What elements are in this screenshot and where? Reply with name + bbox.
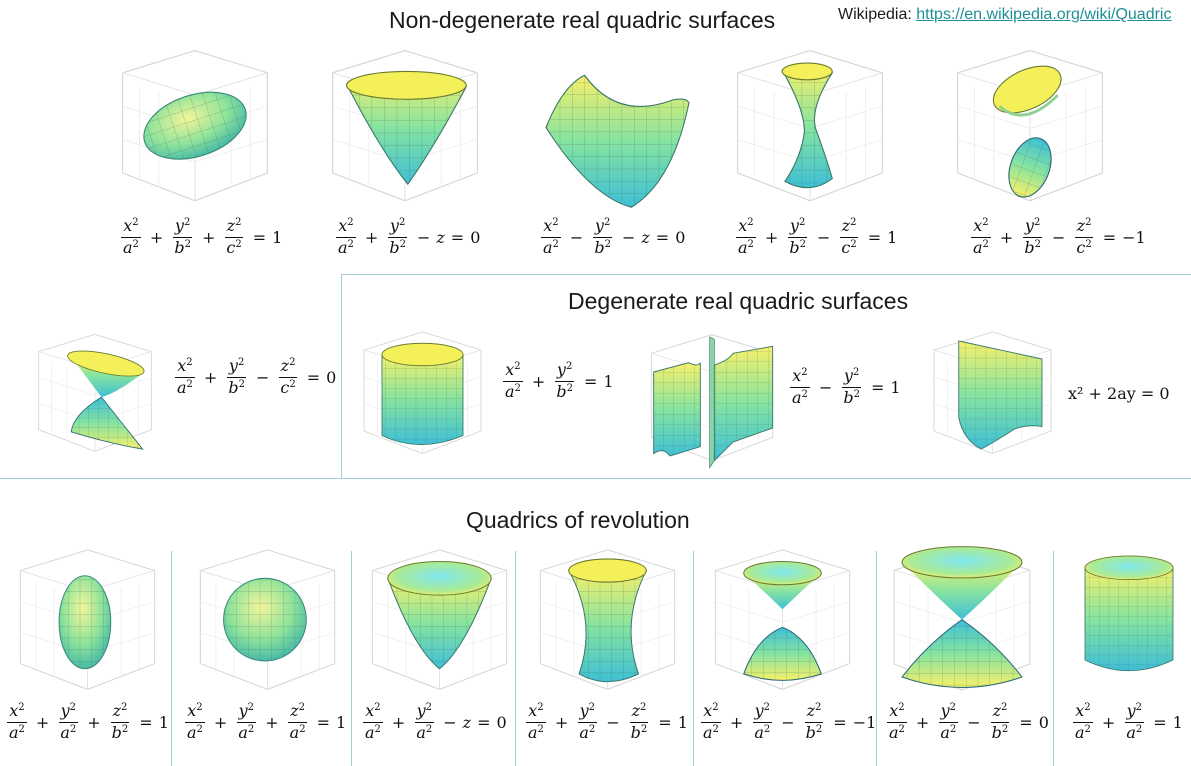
hyperboloid-one-sheet-icon [725,45,895,205]
divider-top [341,274,1191,275]
wikipedia-credit: Wikipedia: https://en.wikipedia.org/wiki… [838,6,1171,24]
parabolic-cylinder-icon [925,325,1060,465]
section-title-revolution: Quadrics of revolution [466,507,690,533]
hyperboloid-revolution-two-sheets-icon [705,544,860,694]
divider-middle [0,478,1191,479]
sphere-icon [190,544,345,694]
hyperboloid-revolution-one-sheet-icon [530,544,685,694]
cylinder-revolution-icon [1070,548,1188,683]
cone-icon [30,330,160,460]
saddle-icon [535,45,700,210]
divider-rev-3 [515,551,516,766]
paraboloid-icon [320,45,490,205]
elliptic-cylinder-icon [355,325,490,465]
section-title-nondegenerate: Non-degenerate real quadric surfaces [389,7,776,33]
divider-rev-5 [876,551,877,766]
paraboloid-revolution-icon [362,544,517,694]
credit-label: Wikipedia: [838,6,917,23]
divider-rev-2 [351,551,352,766]
equation-parabolic-cylinder: x² + 2ay = 0 [1068,384,1170,403]
divider-rev-6 [1053,551,1054,766]
section-title-degenerate: Degenerate real quadric surfaces [568,288,909,314]
divider-rev-1 [171,551,172,766]
divider-degenerate-left [341,274,342,478]
cone-revolution-icon [882,544,1042,694]
hyperboloid-two-sheets-icon [945,45,1115,205]
wikipedia-link[interactable]: https://en.wikipedia.org/wiki/Quadric [916,6,1172,23]
divider-rev-4 [693,551,694,766]
hyperbolic-cylinder-icon [642,330,782,470]
spheroid-prolate-icon [10,544,165,694]
ellipsoid-icon [110,45,280,205]
